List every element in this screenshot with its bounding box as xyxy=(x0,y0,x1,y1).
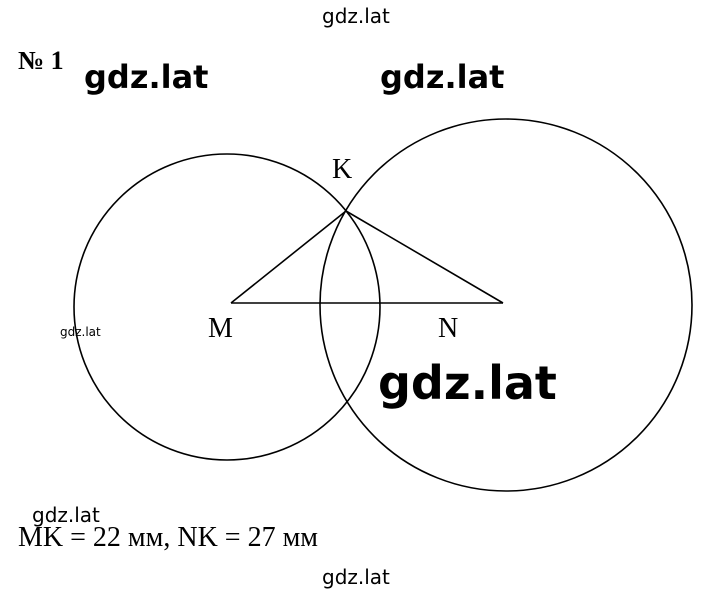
point-label-n: N xyxy=(438,313,458,344)
watermark-header-right: gdz.lat xyxy=(380,58,505,96)
point-label-m: M xyxy=(208,313,233,344)
point-label-k: K xyxy=(332,154,352,185)
segment-mk xyxy=(230,210,347,304)
watermark-left-small: gdz.lat xyxy=(60,325,101,339)
answer-text: MK = 22 мм, NK = 27 мм xyxy=(18,522,319,553)
task-number: № 1 xyxy=(18,46,64,75)
circle-n xyxy=(319,118,693,492)
watermark-center-big: gdz.lat xyxy=(374,356,561,410)
watermark-bottom-left: gdz.lat xyxy=(32,503,100,527)
watermark-bottom-center: gdz.lat xyxy=(322,565,390,589)
segment-nk xyxy=(345,210,504,304)
watermark-header-left: gdz.lat xyxy=(84,58,209,96)
circle-m xyxy=(73,153,381,461)
watermark-top: gdz.lat xyxy=(322,4,390,28)
